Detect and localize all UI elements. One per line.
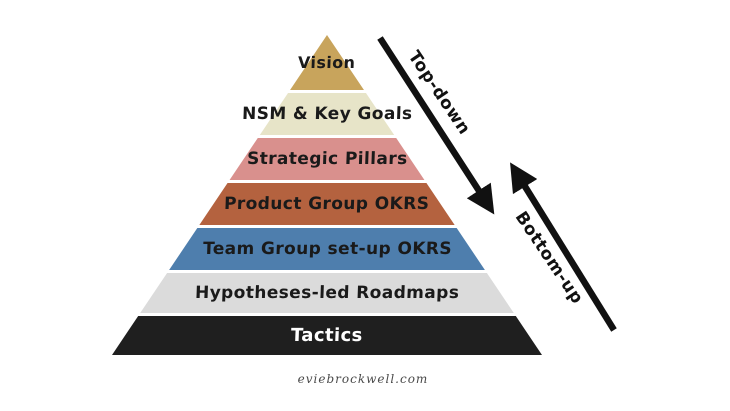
pyramid-layer-tactics — [112, 316, 542, 355]
top-down-arrow-label: Top-down — [403, 47, 475, 139]
pyramid-layer-roadmaps — [112, 273, 542, 313]
pyramid-layer-nsm — [112, 93, 542, 135]
pyramid-layer-team — [112, 228, 542, 270]
pyramid-layer-okrs — [112, 183, 542, 225]
pyramid-layer-vision — [112, 35, 542, 90]
watermark: eviebrockwell.com — [297, 372, 429, 386]
pyramid-layer-pillars — [112, 138, 542, 180]
pyramid — [112, 35, 542, 355]
bottom-up-arrow-label: Bottom-up — [510, 208, 588, 308]
